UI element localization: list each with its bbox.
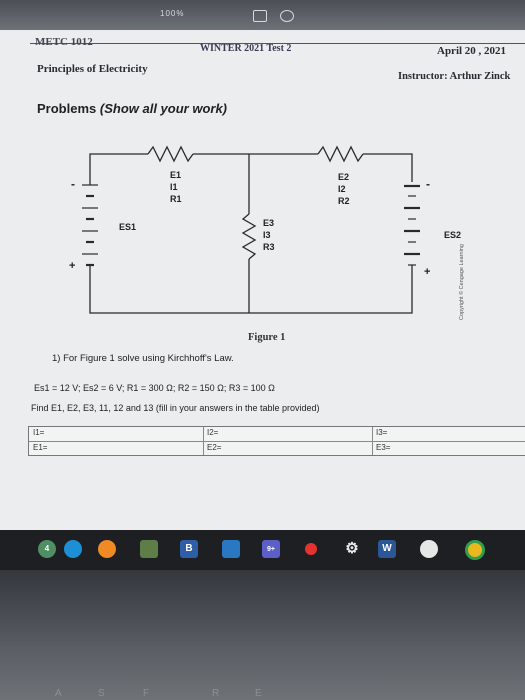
label-e3: E3 [263, 218, 274, 228]
test-title: WINTER 2021 Test 2 [200, 43, 292, 54]
answer-cell-e2[interactable]: E2= [207, 443, 222, 452]
table-row: I1= I2= I3= [29, 427, 525, 441]
keyboard-key: S [98, 688, 105, 699]
label-i2: I2 [338, 184, 346, 194]
word-label: W [382, 543, 392, 554]
firefox-icon[interactable] [98, 540, 116, 558]
header-rule [30, 43, 525, 44]
calculator-icon[interactable] [140, 540, 158, 558]
label-es1: ES1 [119, 222, 136, 232]
record-icon[interactable] [305, 543, 317, 555]
label-e1: E1 [170, 170, 181, 180]
blackboard-label: B [185, 543, 193, 554]
rotate-icon[interactable] [280, 10, 294, 22]
battery-es2 [404, 184, 420, 280]
wire-top-left [89, 153, 148, 178]
instructor-name: Instructor: Arthur Zinck [398, 71, 511, 82]
course-code: METC 1012 [35, 36, 93, 48]
wire-bottom [89, 280, 413, 314]
answer-cell-e1[interactable]: E1= [33, 443, 48, 452]
given-values: Es1 = 12 V; Es2 = 6 V; R1 = 300 Ω; R2 = … [34, 383, 275, 393]
answer-table: I1= I2= I3= E1= E2= E3= [28, 426, 525, 456]
es1-minus: - [71, 177, 75, 191]
resistor-r3 [241, 213, 257, 260]
keyboard-key: F [143, 688, 150, 699]
screen-top-bezel: 100% [0, 0, 525, 30]
label-r1: R1 [170, 194, 182, 204]
problems-label: Problems [37, 101, 97, 116]
network-icon[interactable]: 4 [38, 540, 56, 558]
problems-heading: Problems (Show all your work) [37, 101, 227, 116]
settings-icon[interactable]: ⚙ [345, 540, 359, 557]
window-icon[interactable] [253, 10, 267, 22]
label-i3: I3 [263, 230, 271, 240]
blackboard-icon[interactable]: B [180, 540, 198, 558]
problems-instruction: (Show all your work) [99, 101, 227, 116]
network-badge: 4 [44, 544, 50, 553]
resistor-r1 [147, 145, 194, 163]
keyboard-key: A [55, 688, 62, 699]
keyboard-key: E [255, 688, 262, 699]
label-r3: R3 [263, 242, 275, 252]
edge-icon[interactable] [64, 540, 82, 558]
word-icon[interactable]: W [378, 540, 396, 558]
copyright-note: Copyright © Cengage Learning [458, 244, 465, 320]
label-r2: R2 [338, 196, 350, 206]
word-doc-icon[interactable] [222, 540, 240, 558]
answer-cell-i3[interactable]: I3= [376, 428, 388, 437]
teams-badge: 9+ [267, 546, 275, 553]
table-row: E1= E2= E3= [29, 441, 525, 456]
document-page: METC 1012 WINTER 2021 Test 2 April 20 , … [0, 30, 525, 530]
keyboard-key: R [212, 688, 220, 699]
es2-plus: + [424, 266, 430, 278]
laptop-bottom-bezel [0, 570, 525, 700]
test-date: April 20 , 2021 [437, 45, 507, 57]
resistor-r2 [317, 145, 364, 163]
question-text: 1) For Figure 1 solve using Kirchhoff's … [52, 353, 234, 364]
wire-top-right [363, 153, 413, 182]
es1-plus: + [69, 260, 75, 272]
teams-icon[interactable]: 9+ [262, 540, 280, 558]
battery-es1 [82, 178, 98, 280]
label-e2: E2 [338, 172, 349, 182]
taskbar: 4 B 9+ ⚙ W [0, 530, 525, 570]
find-instruction: Find E1, E2, E3, 11, 12 and 13 (fill in … [31, 403, 320, 413]
answer-cell-i2[interactable]: I2= [207, 428, 219, 437]
label-es2: ES2 [444, 230, 461, 240]
chrome-icon[interactable] [465, 540, 485, 560]
circuit-diagram: E1 I1 R1 E2 I2 R2 E3 I3 R3 ES1 ES2 - + -… [69, 145, 465, 320]
subject-title: Principles of Electricity [37, 63, 148, 75]
label-i1: I1 [170, 182, 178, 192]
answer-cell-e3[interactable]: E3= [376, 443, 391, 452]
answer-cell-i1[interactable]: I1= [33, 428, 45, 437]
es2-minus: - [426, 177, 430, 191]
zoom-level: 100% [160, 9, 185, 18]
office-icon[interactable] [420, 540, 438, 558]
figure-caption: Figure 1 [248, 332, 286, 343]
